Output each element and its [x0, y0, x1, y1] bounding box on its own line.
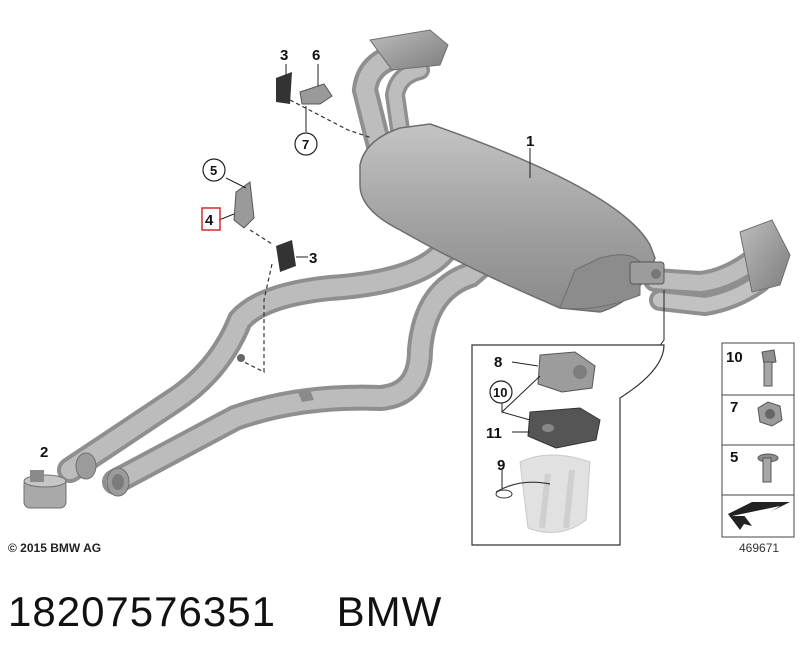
bolt-icon [761, 349, 777, 387]
brand-name: BMW [336, 588, 443, 635]
highlight-box [201, 207, 221, 231]
detail-inset [471, 344, 665, 546]
callout-4: 4 [205, 212, 214, 229]
fastener-label-5: 5 [730, 449, 738, 466]
callout-11: 11 [486, 425, 502, 442]
lower-hanger [218, 177, 308, 373]
footer: 18207576351 BMW [8, 588, 442, 636]
callout-2: 2 [40, 444, 48, 461]
callout-circles [202, 132, 513, 404]
flange-bolt-icon [757, 453, 779, 483]
pipe-ends [75, 452, 130, 497]
arrow-icon [728, 502, 790, 530]
right-tailpipe [643, 219, 791, 317]
pipe-bracket [298, 390, 314, 402]
fastener-label-7: 7 [730, 399, 738, 416]
copyright-text: © 2015 BMW AG [8, 541, 102, 555]
callout-9: 9 [497, 457, 505, 474]
flap-actuator [629, 261, 665, 285]
callout-3-upper: 3 [280, 47, 288, 64]
pipe-clamp [23, 470, 67, 509]
rear-muffler [359, 123, 656, 313]
upper-tailpipe [351, 29, 449, 163]
callout-5: 5 [210, 163, 217, 178]
callout-8: 8 [494, 354, 502, 371]
callout-10: 10 [493, 385, 507, 400]
upper-hanger [276, 64, 373, 139]
hex-nut-icon [757, 401, 783, 427]
front-pipes [57, 227, 498, 495]
diagram-number: 469671 [739, 541, 780, 555]
callout-7: 7 [302, 137, 309, 152]
callout-1: 1 [526, 133, 534, 150]
part-number: 18207576351 [8, 588, 276, 635]
callout-3-lower: 3 [309, 250, 317, 267]
fastener-panel [721, 342, 795, 538]
callout-6: 6 [312, 47, 320, 64]
fastener-label-10: 10 [726, 349, 743, 366]
